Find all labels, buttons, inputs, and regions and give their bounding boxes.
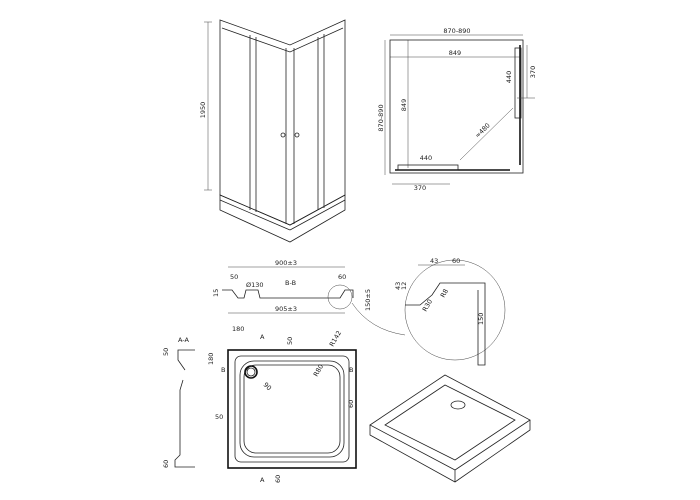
detail-w2: 60 (452, 257, 460, 265)
section-a-a: A-A 50 60 (162, 336, 195, 468)
detail-r2: R30 (421, 298, 434, 313)
door-knob-icon (294, 132, 300, 138)
aa-top: 50 (162, 348, 170, 356)
bb-small: 15 (212, 289, 220, 297)
plan-fixed-bottom: 370 (414, 184, 426, 192)
rim-right: 60 (347, 400, 355, 408)
plan-fixed-right: 370 (529, 66, 537, 78)
corner-radius: R142 (328, 329, 343, 348)
plan-door-bottom: 440 (420, 154, 432, 162)
rim-top: 50 (286, 337, 294, 345)
cut-b-label-right: B (349, 366, 353, 374)
cut-a-label-bottom: A (260, 476, 265, 484)
plan-door-right: 440 (505, 71, 513, 83)
plan-depth: 870-890 (377, 104, 385, 131)
detail-h1: 43 (394, 282, 402, 290)
detail-view: 43 60 43 12 R8 R30 150 (394, 257, 506, 366)
bb-top-width: 900±3 (275, 259, 297, 267)
drain-icon (244, 365, 258, 379)
bb-left-rim: 50 (230, 273, 238, 281)
drain-icon (450, 400, 466, 410)
rim-left: 50 (215, 413, 223, 421)
tray-plan: 180 A A 180 B B 50 R142 R80 90 50 60 60 (207, 325, 357, 484)
bb-drain: Ø130 (246, 281, 264, 289)
cut-a-label: A (260, 333, 265, 341)
detail-height: 150 (477, 313, 485, 325)
cut-b-offset: 180 (207, 353, 215, 365)
detail-w1: 43 (430, 257, 438, 265)
bb-bottom-width: 905±3 (275, 305, 297, 313)
plan-width: 870-890 (443, 27, 470, 35)
aa-bottom: 60 (162, 460, 170, 468)
detail-r1: R8 (439, 288, 450, 299)
bb-title: B-B (285, 279, 296, 287)
height-dimension: 1950 (199, 102, 207, 119)
bb-height: 150±5 (364, 289, 372, 311)
aa-title: A-A (178, 336, 190, 344)
cut-a-offset: 180 (232, 325, 244, 333)
rim-bottom: 60 (274, 475, 282, 483)
enclosure-plan: 870-890 849 870-890 849 370 440 440 370 … (377, 27, 537, 192)
plan-inner-depth: 849 (400, 99, 408, 111)
bb-right-rim: 60 (338, 273, 346, 281)
enclosure-elevation: 1950 (199, 19, 346, 243)
cut-b-label: B (221, 366, 225, 374)
drain-diameter: 90 (262, 381, 274, 393)
detail-h2: 12 (400, 282, 408, 290)
section-b-b: 900±3 50 60 B-B Ø130 15 905±3 150±5 (212, 259, 406, 336)
door-knob-icon (280, 132, 286, 138)
plan-inner-width: 849 (449, 49, 461, 57)
plan-entry: ≈480 (473, 121, 491, 139)
tray-isometric (369, 374, 531, 483)
